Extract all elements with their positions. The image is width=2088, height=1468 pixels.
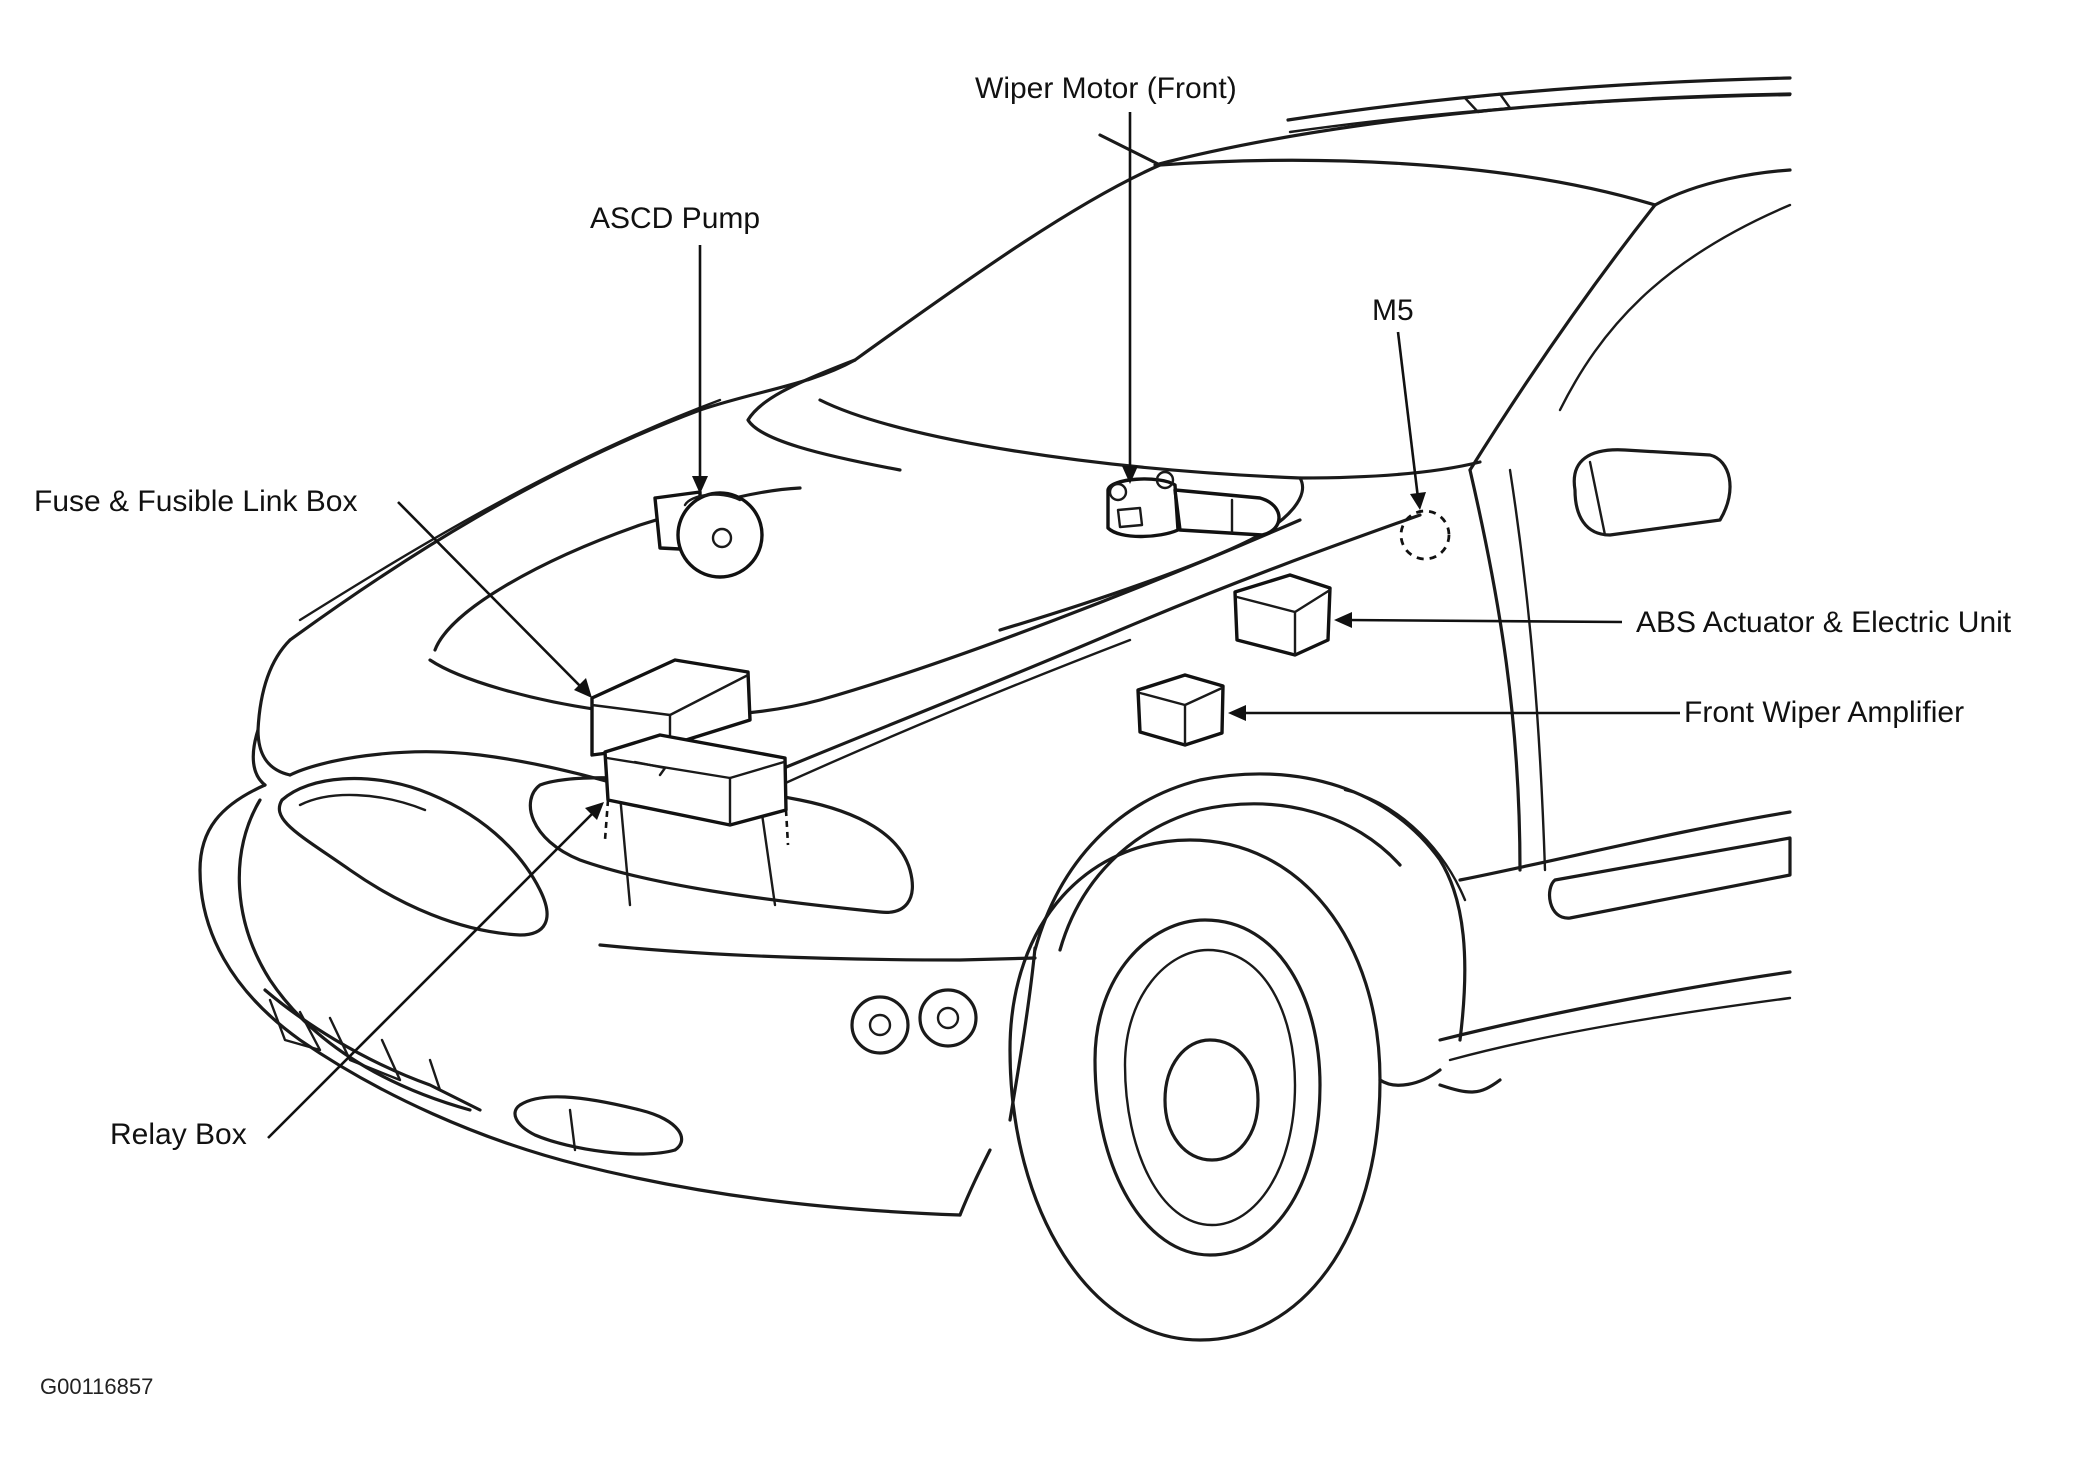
abs-actuator-shape bbox=[1233, 573, 1332, 657]
wiper-motor-shape bbox=[1106, 470, 1281, 539]
fuse-box-shape bbox=[590, 658, 752, 757]
label-m5: M5 bbox=[1372, 294, 1414, 327]
wiper-amplifier-shape bbox=[1136, 673, 1225, 747]
ascd-pump-shape bbox=[653, 490, 764, 579]
label-wiper-amplifier: Front Wiper Amplifier bbox=[1684, 696, 1965, 729]
figure-code: G00116857 bbox=[40, 1374, 154, 1399]
m5-connector-shape bbox=[1399, 509, 1451, 561]
label-relay-box: Relay Box bbox=[110, 1118, 247, 1151]
leader-lines bbox=[267, 112, 1680, 1139]
vehicle-body-outline bbox=[198, 76, 1792, 1342]
relay-box-shape bbox=[603, 733, 790, 846]
label-ascd-pump: ASCD Pump bbox=[590, 202, 761, 235]
label-abs-unit: ABS Actuator & Electric Unit bbox=[1636, 606, 2012, 639]
label-wiper-motor: Wiper Motor (Front) bbox=[975, 72, 1237, 105]
label-fuse-box: Fuse & Fusible Link Box bbox=[34, 485, 358, 518]
